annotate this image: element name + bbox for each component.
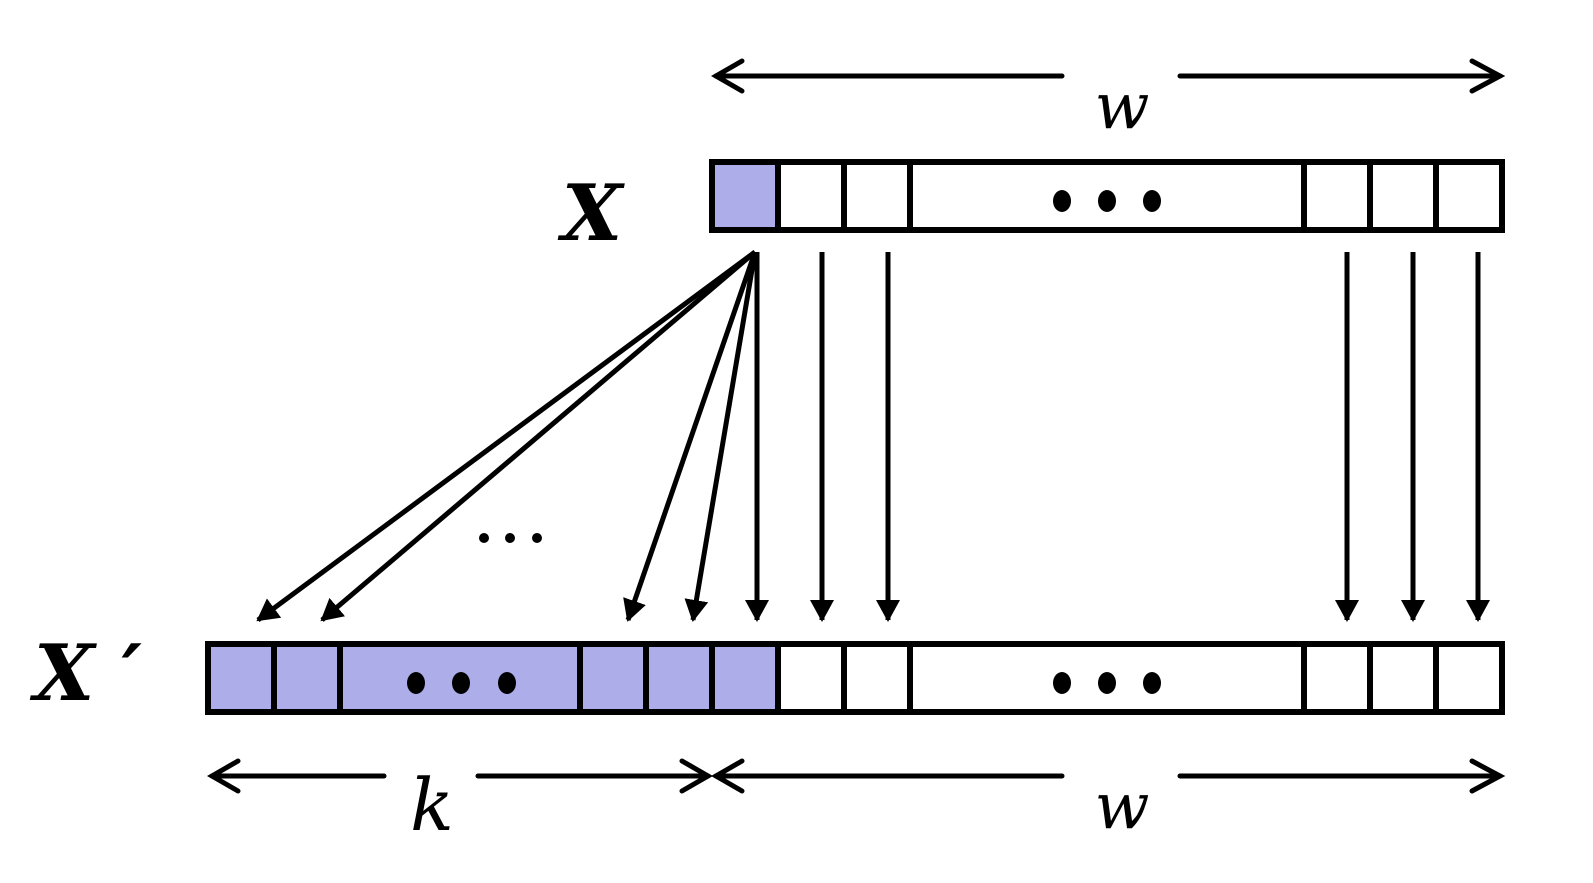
- x-prime-cell-ellipsis: [907, 641, 1307, 715]
- x-prime-cell-highlighted: [709, 641, 781, 715]
- x-row-label: X: [557, 168, 626, 259]
- x-prime-cell-highlighted: [271, 641, 343, 715]
- x-prime-ellipsis-left: [407, 672, 516, 694]
- x-cell: [775, 159, 847, 233]
- fan-out-arrows: [256, 249, 769, 623]
- w-bottom-dimension: [710, 758, 1506, 794]
- w-top-label: w: [1095, 70, 1150, 144]
- k-label: k: [410, 763, 454, 847]
- x-cell: [1301, 159, 1373, 233]
- x-prime-cell-highlighted: [577, 641, 649, 715]
- straight-arrows: [810, 252, 1490, 622]
- x-prime-cell: [841, 641, 913, 715]
- x-prime-cell-highlighted-ellipsis: [337, 641, 583, 715]
- x-prime-row-label: X ′: [29, 628, 143, 719]
- x-prime-row: [205, 641, 1505, 715]
- w-bottom-label: w: [1095, 770, 1150, 844]
- x-cell-highlighted: [709, 159, 781, 233]
- x-cell: [841, 159, 913, 233]
- x-prime-ellipsis-right: [1053, 672, 1161, 694]
- x-cell: [1433, 159, 1505, 233]
- k-dimension: [206, 758, 714, 794]
- fan-ellipsis: [479, 533, 542, 543]
- x-prime-cell: [775, 641, 847, 715]
- x-prime-cell-highlighted: [205, 641, 277, 715]
- x-prime-cell: [1367, 641, 1439, 715]
- w-top-dimension: [710, 58, 1506, 94]
- x-prime-cell-highlighted: [643, 641, 715, 715]
- x-row: [709, 159, 1505, 233]
- x-cell: [1367, 159, 1439, 233]
- x-prime-cell: [1301, 641, 1373, 715]
- x-prime-cell: [1433, 641, 1505, 715]
- x-row-ellipsis: [1053, 190, 1161, 212]
- x-cell-ellipsis: [907, 159, 1307, 233]
